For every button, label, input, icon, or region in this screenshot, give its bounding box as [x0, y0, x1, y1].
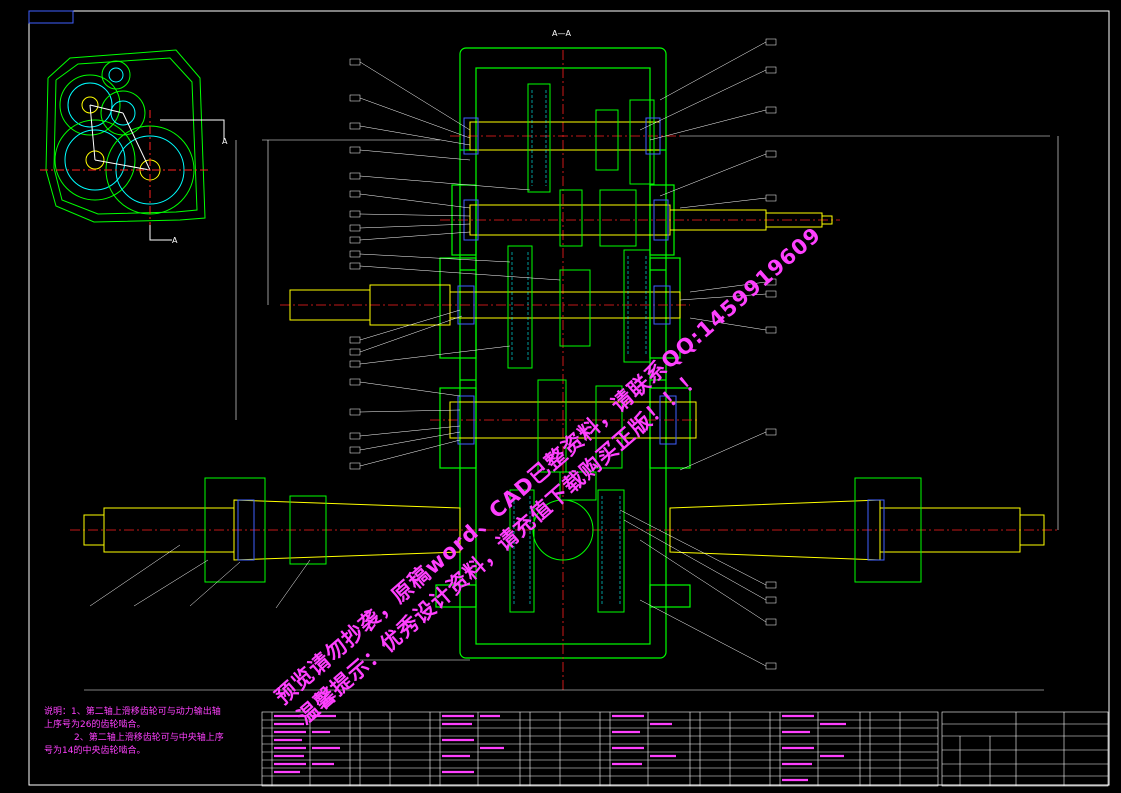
leaders-right — [619, 41, 767, 667]
gears — [204, 83, 922, 613]
end-view — [40, 49, 225, 241]
note-line-1: 说明：1、第二轴上滑移齿轮可与动力输出轴 — [44, 707, 221, 717]
parts-list-table — [261, 711, 939, 787]
title-tag-box — [28, 10, 74, 24]
gear-teeth-hatching — [511, 90, 647, 606]
note-line-3: 2、第二轴上滑移齿轮可与中央轴上序 — [74, 733, 224, 743]
note-line-2: 上序号为26的齿轮啮合。 — [44, 720, 146, 730]
leader-tags — [349, 38, 777, 670]
sheet-border — [28, 10, 1110, 786]
centerlines — [70, 50, 1060, 690]
note-line-4: 号为14的中央齿轮啮合。 — [44, 746, 146, 756]
section-marker-bottom: A — [172, 236, 178, 245]
leaders-left — [89, 61, 561, 661]
shafts — [83, 121, 1045, 561]
title-block — [941, 711, 1109, 787]
dimension-lines — [84, 135, 1059, 691]
section-label: A—A — [552, 29, 571, 38]
section-marker-top: A — [222, 137, 228, 146]
parts-list-entries — [274, 714, 846, 782]
drawing-notes: 说明：1、第二轴上滑移齿轮可与动力输出轴 上序号为26的齿轮啮合。 2、第二轴上… — [44, 706, 254, 758]
